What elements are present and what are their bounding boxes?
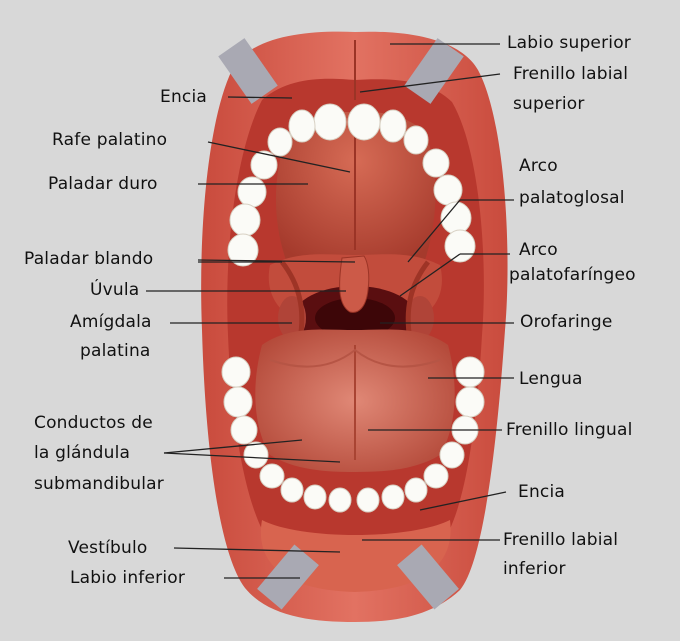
label-paladar-blando: Paladar blando — [24, 249, 153, 270]
label-labio-superior: Labio superior — [507, 33, 631, 54]
label-arco-palatoglosal-1: Arco — [519, 156, 558, 177]
label-conductos-1: Conductos de — [34, 413, 153, 434]
label-orofaringe: Orofaringe — [520, 312, 613, 333]
label-frenillo-labial-superior-2: superior — [513, 94, 585, 115]
label-encia-inferior: Encia — [518, 482, 565, 503]
label-amigdala-2: palatina — [80, 341, 151, 362]
uvula-shape — [340, 256, 369, 312]
label-vestibulo: Vestíbulo — [68, 538, 148, 559]
label-arco-palatofaringeo-2: palatofaríngeo — [509, 265, 636, 286]
label-conductos-2: la glándula — [34, 443, 130, 464]
label-rafe-palatino: Rafe palatino — [52, 130, 167, 151]
label-frenillo-labial-inferior-2: inferior — [503, 559, 566, 580]
label-conductos-3: submandibular — [34, 474, 164, 495]
label-amigdala-1: Amígdala — [70, 312, 152, 333]
label-frenillo-lingual: Frenillo lingual — [506, 420, 633, 441]
label-encia-superior: Encia — [160, 87, 207, 108]
label-arco-palatoglosal-2: palatoglosal — [519, 188, 625, 209]
label-arco-palatofaringeo-1: Arco — [519, 240, 558, 261]
label-uvula: Úvula — [90, 280, 139, 301]
label-frenillo-labial-superior-1: Frenillo labial — [513, 64, 628, 85]
label-lengua: Lengua — [519, 369, 583, 390]
label-paladar-duro: Paladar duro — [48, 174, 158, 195]
label-labio-inferior: Labio inferior — [70, 568, 185, 589]
label-frenillo-labial-inferior-1: Frenillo labial — [503, 530, 618, 551]
